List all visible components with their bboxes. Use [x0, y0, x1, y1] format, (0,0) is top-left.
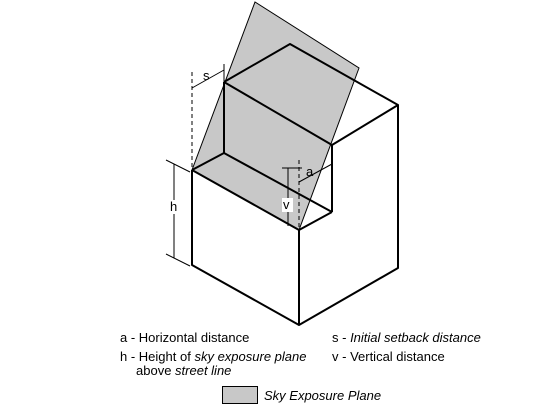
legend-h-cont: above street line [136, 363, 231, 378]
s-dimension-line [191, 69, 225, 89]
legend-a-text: Horizontal distance [138, 330, 250, 345]
legend-v-key: v [332, 349, 339, 364]
label-h: h [170, 199, 177, 214]
legend-s-text: Initial setback distance [350, 330, 481, 345]
legend-h-key: h [120, 349, 128, 364]
legend-separator: - [127, 330, 139, 345]
label-s: s [203, 68, 210, 83]
legend-h-text2-italic: street line [175, 363, 232, 378]
legend-v: v - Vertical distance [332, 349, 445, 364]
legend-v-text: Vertical distance [350, 349, 445, 364]
legend-a-key: a [120, 330, 128, 345]
setback-floor-edge [191, 152, 225, 171]
legend-separator: - [338, 330, 351, 345]
tower-top-front-edge [223, 81, 333, 146]
legend-separator: - [338, 349, 351, 364]
legend-s-key: s [332, 330, 339, 345]
legend-s: s - Initial setback distance [332, 330, 481, 345]
legend-h: h - Height of sky exposure plane [120, 349, 306, 364]
legend-h-text-italic: sky exposure plane [194, 349, 307, 364]
h-top-tick [165, 159, 191, 173]
legend-h-text: Height of [138, 349, 191, 364]
h-bottom-tick [165, 253, 191, 267]
legend-swatch-label: Sky Exposure Plane [264, 388, 382, 403]
legend-separator: - [127, 349, 139, 364]
lower-top-edges [191, 169, 333, 231]
legend-swatch [222, 386, 258, 404]
a-dimension-line [298, 163, 333, 183]
legend-h-text2: above [136, 363, 172, 378]
sky-exposure-plane [191, 1, 360, 231]
label-v: v [283, 197, 290, 212]
label-a: a [306, 164, 314, 179]
legend-a: a - Horizontal distance [120, 330, 249, 345]
